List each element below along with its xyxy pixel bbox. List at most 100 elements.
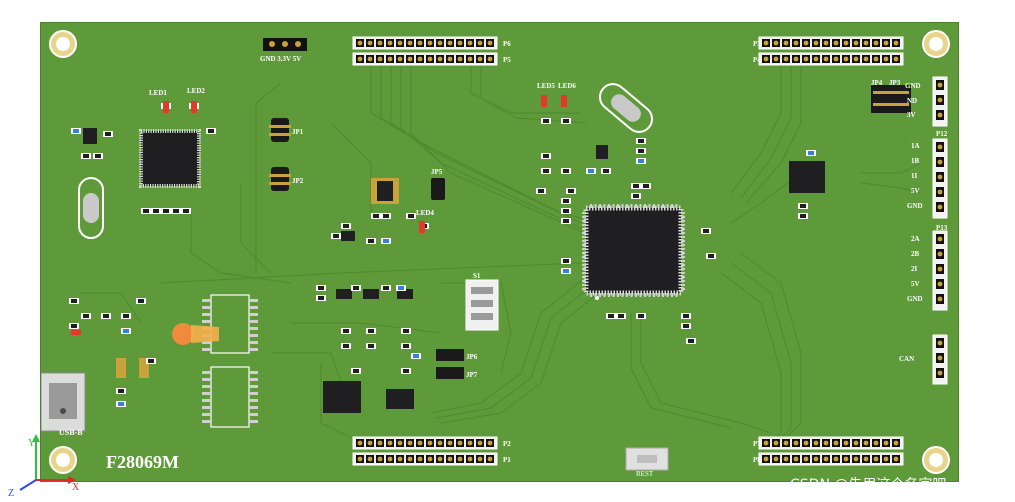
can-label: CAN	[899, 355, 914, 363]
smd-part	[121, 328, 131, 334]
smd-part	[686, 338, 696, 344]
mcu-chip	[583, 205, 684, 300]
soic-pin	[249, 406, 258, 409]
smd-part	[121, 313, 131, 319]
smd-part	[381, 213, 391, 219]
header-p1-label: P1	[503, 456, 511, 464]
header-p5	[352, 52, 498, 66]
y-axis-label: Y	[28, 438, 35, 449]
smd-part	[101, 313, 111, 319]
soic-pin	[202, 406, 211, 409]
smd-part	[561, 268, 571, 274]
smd-part	[536, 188, 546, 194]
soic-pin	[202, 378, 211, 381]
reset-label: REST	[636, 470, 654, 478]
smd-part	[381, 238, 391, 244]
soic-pin	[202, 385, 211, 388]
soic-pin	[249, 320, 258, 323]
power-header	[263, 38, 307, 51]
smd-part	[406, 213, 416, 219]
soic-pin	[249, 341, 258, 344]
smd-part	[561, 198, 571, 204]
soic-pin	[202, 348, 211, 351]
smd-part	[706, 253, 716, 259]
mounting-holes	[49, 30, 950, 474]
smd-part	[411, 353, 421, 359]
soic-pin	[202, 320, 211, 323]
led2-label: LED2	[187, 87, 205, 95]
smd-part	[616, 313, 626, 319]
smd-part	[401, 328, 411, 334]
header-p2-label: P2	[503, 440, 511, 448]
header-p7	[758, 436, 904, 450]
smd-part	[541, 118, 551, 124]
smd-part	[381, 285, 391, 291]
smd-part	[541, 153, 551, 159]
led-parts	[71, 95, 567, 335]
soic-pin	[249, 313, 258, 316]
ic-packages	[83, 128, 825, 413]
soic-pin	[202, 399, 211, 402]
tr-pin-nd: ND	[907, 97, 917, 105]
soic-pin	[249, 334, 258, 337]
smd-part	[566, 188, 576, 194]
smd-part	[601, 168, 611, 174]
coordinate-axes: Y X Z	[8, 434, 80, 498]
fuse-f1	[139, 358, 149, 378]
p12-label: P12	[936, 130, 948, 138]
soic-pin	[202, 306, 211, 309]
smd-part	[116, 388, 126, 394]
p12-pin-gnd: GND	[907, 202, 923, 210]
smd-part	[151, 208, 161, 214]
soic-pin	[202, 299, 211, 302]
jp4-label: JP4	[871, 79, 883, 87]
p13-pin-2a: 2A	[911, 235, 920, 243]
soic-pin	[249, 348, 258, 351]
jp1-label: JP1	[292, 128, 304, 136]
smd-part	[351, 285, 361, 291]
header-p6-label: P6	[503, 40, 511, 48]
inductor-core	[377, 181, 393, 201]
watermark: CSDN @先用这个名字吧	[790, 477, 947, 493]
jp3-label: JP3	[889, 79, 901, 87]
silkscreen-labels: GND 3.3V 5V P6 P5 P2 P1 P3 P4 P7 P8 JP1 …	[149, 40, 948, 464]
board-title: F28069M	[106, 452, 179, 472]
p13-pin-gnd: GND	[907, 295, 923, 303]
smd-part	[69, 298, 79, 304]
soic-pin	[249, 306, 258, 309]
soic-pin	[202, 371, 211, 374]
p12-pin-5v: 5V	[911, 187, 920, 195]
soic-pin	[249, 299, 258, 302]
header-p8-label: P8	[753, 456, 761, 464]
header-p4-label: P4	[753, 56, 761, 64]
smd-part	[171, 208, 181, 214]
soic-pin	[202, 420, 211, 423]
header-p1	[352, 452, 498, 466]
p13-pin-2i: 2I	[911, 265, 918, 273]
header-p7-label: P7	[753, 440, 761, 448]
p12-pin-1b: 1B	[911, 157, 920, 165]
soic-pin	[249, 378, 258, 381]
smd-part	[366, 328, 376, 334]
smd-part	[798, 203, 808, 209]
smd-part	[636, 148, 646, 154]
smd-part	[371, 213, 381, 219]
smd-part	[561, 118, 571, 124]
x-axis-arrow	[68, 476, 76, 484]
led5-label: LED5	[537, 82, 555, 90]
smd-part	[93, 153, 103, 159]
smd-part	[116, 401, 126, 407]
smd-part	[316, 295, 326, 301]
soic-pin	[249, 385, 258, 388]
mcu-small	[139, 129, 201, 188]
smd-part	[146, 358, 156, 364]
smd-part	[103, 131, 113, 137]
header-can	[932, 334, 948, 385]
smd-part	[806, 150, 816, 156]
soic-pin	[202, 341, 211, 344]
header-top-right	[932, 76, 948, 127]
jumper-pins	[269, 91, 909, 185]
smd-part	[541, 168, 551, 174]
soic-pin	[249, 420, 258, 423]
smd-part	[561, 208, 571, 214]
